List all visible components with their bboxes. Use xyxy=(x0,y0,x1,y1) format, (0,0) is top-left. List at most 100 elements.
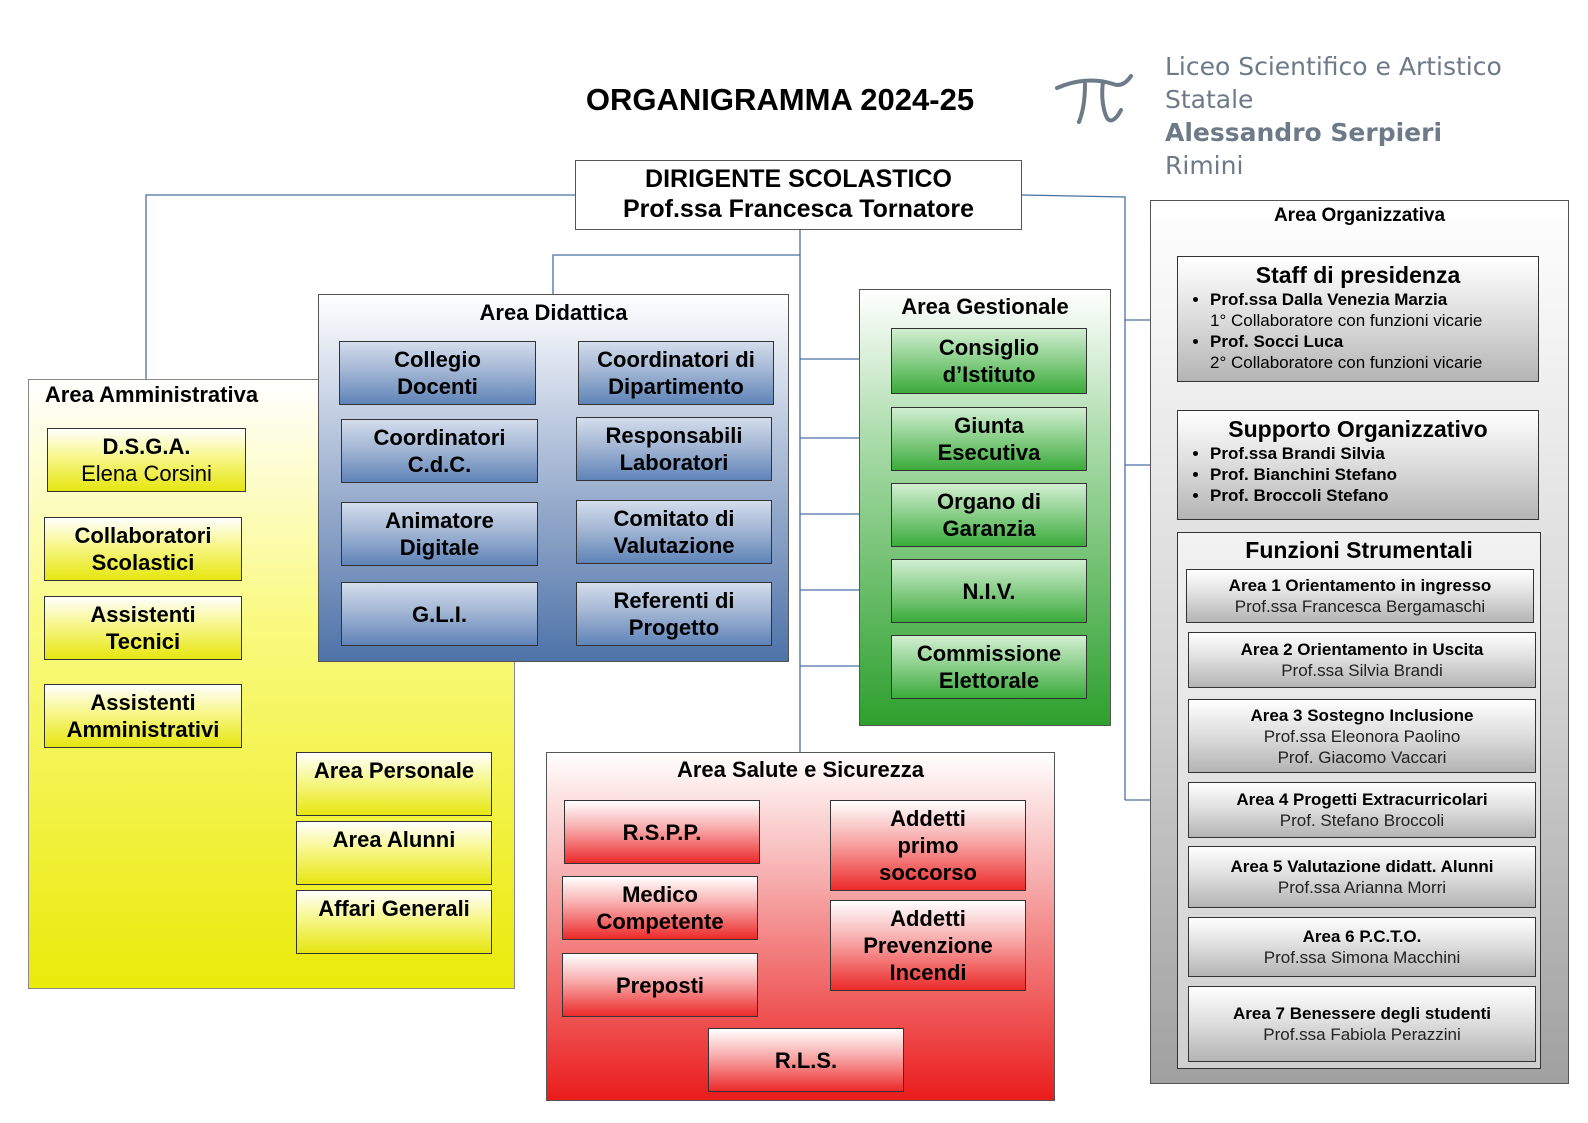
area-personale-box: Area Personale xyxy=(296,752,492,816)
box-label-line: Collegio xyxy=(394,347,481,372)
box-label-line: Prevenzione xyxy=(863,933,993,958)
box-label-line: Addetti xyxy=(890,906,966,931)
staff-presidenza-box: Staff di presidenza Prof.ssa Dalla Venez… xyxy=(1177,256,1539,382)
school-logo-text: Liceo Scientifico e Artistico Statale Al… xyxy=(1165,50,1588,182)
member-name: Prof.ssa Dalla Venezia Marzia xyxy=(1210,290,1448,309)
area-alunni-box: Area Alunni xyxy=(296,821,492,885)
box-label-line: Valutazione xyxy=(613,533,735,558)
addetti-primo-soccorso-box: Addetti primo soccorso xyxy=(830,800,1026,891)
box-label-line: d’Istituto xyxy=(942,362,1036,387)
box-label-line: Garanzia xyxy=(942,516,1036,541)
assistenti-amministrativi-box: Assistenti Amministrativi xyxy=(44,684,242,748)
box-label-line: Assistenti xyxy=(90,602,196,627)
funzione-title: Area 2 Orientamento in Uscita xyxy=(1240,640,1484,659)
supporto-list: Prof.ssa Brandi Silvia Prof. Bianchini S… xyxy=(1178,443,1538,506)
box-label-line: G.L.I. xyxy=(412,601,467,627)
organo-garanzia-box: Organo di Garanzia xyxy=(891,483,1087,547)
dirigente-name: Prof.ssa Francesca Tornatore xyxy=(622,195,975,223)
gli-box: G.L.I. xyxy=(341,582,538,646)
school-name: Alessandro Serpieri xyxy=(1165,118,1443,147)
funzione-area-6: Area 6 P.C.T.O. Prof.ssa Simona Macchini xyxy=(1188,917,1536,977)
box-label-line: Commissione xyxy=(916,641,1062,666)
box-label-line: Consiglio xyxy=(938,335,1040,360)
rls-box: R.L.S. xyxy=(708,1028,904,1092)
funzione-person: Prof.ssa Simona Macchini xyxy=(1263,948,1461,967)
funzione-person: Prof.ssa Silvia Brandi xyxy=(1281,661,1443,680)
box-label-line: Tecnici xyxy=(105,629,181,654)
area-salute-title: Area Salute e Sicurezza xyxy=(676,757,924,782)
responsabili-laboratori-box: Responsabili Laboratori xyxy=(576,417,772,481)
box-label-line: Esecutiva xyxy=(937,440,1041,465)
box-label-line: Dipartimento xyxy=(608,374,744,399)
dsga-name: Elena Corsini xyxy=(81,461,212,486)
box-label-line: Addetti xyxy=(890,806,966,831)
box-label-line: primo xyxy=(897,833,959,858)
funzione-area-1: Area 1 Orientamento in ingresso Prof.ssa… xyxy=(1186,569,1534,623)
member-role: 1° Collaboratore con funzioni vicarie xyxy=(1210,311,1483,330)
box-label-line: Giunta xyxy=(954,413,1024,438)
funzione-area-5: Area 5 Valutazione didatt. Alunni Prof.s… xyxy=(1188,846,1536,908)
funzione-person: Prof. Stefano Broccoli xyxy=(1279,811,1445,830)
funzione-title: Area 1 Orientamento in ingresso xyxy=(1228,576,1492,595)
dsga-box: D.S.G.A. Elena Corsini xyxy=(47,428,246,492)
funzione-area-2: Area 2 Orientamento in Uscita Prof.ssa S… xyxy=(1188,632,1536,688)
list-item: Prof. Socci Luca 2° Collaboratore con fun… xyxy=(1210,331,1538,373)
referenti-progetto-box: Referenti di Progetto xyxy=(576,582,772,646)
box-label-line: Comitato di xyxy=(613,506,735,531)
list-item: Prof. Bianchini Stefano xyxy=(1210,464,1538,485)
pi-icon xyxy=(1055,74,1133,124)
dsga-role: D.S.G.A. xyxy=(102,434,191,459)
box-label-line: R.L.S. xyxy=(774,1047,838,1073)
box-label-line: Incendi xyxy=(889,960,967,985)
funzione-area-7: Area 7 Benessere degli studenti Prof.ssa… xyxy=(1188,986,1536,1062)
funzione-title: Area 7 Benessere degli studenti xyxy=(1233,1004,1491,1023)
box-label-line: Responsabili xyxy=(605,423,743,448)
area-amministrativa-title: Area Amministrativa xyxy=(44,382,259,407)
funzione-area-4: Area 4 Progetti Extracurricolari Prof. S… xyxy=(1188,782,1536,838)
area-organizzativa-title: Area Organizzativa xyxy=(1273,205,1446,226)
preposti-box: Preposti xyxy=(562,953,758,1017)
funzione-title: Area 3 Sostegno Inclusione xyxy=(1250,705,1474,725)
school-city: Rimini xyxy=(1165,151,1244,180)
animatore-digitale-box: Animatore Digitale xyxy=(341,502,538,566)
comitato-valutazione-box: Comitato di Valutazione xyxy=(576,500,772,564)
box-label-line: C.d.C. xyxy=(407,452,472,477)
area-didattica-title: Area Didattica xyxy=(479,300,628,325)
funzione-person: Prof.ssa Arianna Morri xyxy=(1277,878,1447,897)
box-label-line: Coordinatori di xyxy=(597,347,755,372)
commissione-elettorale-box: Commissione Elettorale xyxy=(891,635,1087,699)
area-gestionale-title: Area Gestionale xyxy=(901,294,1069,319)
funzione-area-3: Area 3 Sostegno Inclusione Prof.ssa Eleo… xyxy=(1188,699,1536,773)
box-label-line: Elettorale xyxy=(938,668,1040,693)
supporto-organizzativo-box: Supporto Organizzativo Prof.ssa Brandi S… xyxy=(1177,410,1539,520)
list-item: Prof.ssa Brandi Silvia xyxy=(1210,443,1538,464)
box-label-line: Scolastici xyxy=(91,550,195,575)
funzione-title: Area 6 P.C.T.O. xyxy=(1302,927,1422,946)
funzione-title: Area 5 Valutazione didatt. Alunni xyxy=(1230,857,1494,876)
box-label-line: Digitale xyxy=(399,535,480,560)
consiglio-istituto-box: Consiglio d’Istituto xyxy=(891,328,1087,394)
box-label-line: Docenti xyxy=(397,374,478,399)
box-label-line: Competente xyxy=(596,909,724,934)
funzione-title: Area 4 Progetti Extracurricolari xyxy=(1236,790,1488,809)
funzione-person: Prof.ssa Fabiola Perazzini xyxy=(1263,1025,1461,1044)
medico-competente-box: Medico Competente xyxy=(562,876,758,940)
box-label-line: Animatore xyxy=(385,508,494,533)
dirigente-role: DIRIGENTE SCOLASTICO xyxy=(645,165,952,193)
staff-presidenza-title: Staff di presidenza xyxy=(1255,262,1461,288)
box-label-line: Coordinatori xyxy=(373,425,506,450)
member-role: 2° Collaboratore con funzioni vicarie xyxy=(1210,353,1483,372)
member-name: Prof. Bianchini Stefano xyxy=(1210,465,1398,484)
box-label-line: Referenti di xyxy=(613,588,735,613)
coordinatori-dipartimento-box: Coordinatori di Dipartimento xyxy=(578,341,774,405)
list-item: Prof. Broccoli Stefano xyxy=(1210,485,1538,506)
box-label-line: Organo di xyxy=(937,489,1041,514)
affari-generali-box: Affari Generali xyxy=(296,890,492,954)
box-label-line: Amministrativi xyxy=(66,717,220,742)
supporto-organizzativo-title: Supporto Organizzativo xyxy=(1228,416,1488,442)
member-name: Prof. Socci Luca xyxy=(1210,332,1344,351)
page-title: ORGANIGRAMMA 2024-25 xyxy=(585,82,975,117)
collaboratori-scolastici-box: Collaboratori Scolastici xyxy=(44,517,242,581)
dirigente-box: DIRIGENTE SCOLASTICO Prof.ssa Francesca … xyxy=(575,160,1022,230)
giunta-esecutiva-box: Giunta Esecutiva xyxy=(891,407,1087,471)
